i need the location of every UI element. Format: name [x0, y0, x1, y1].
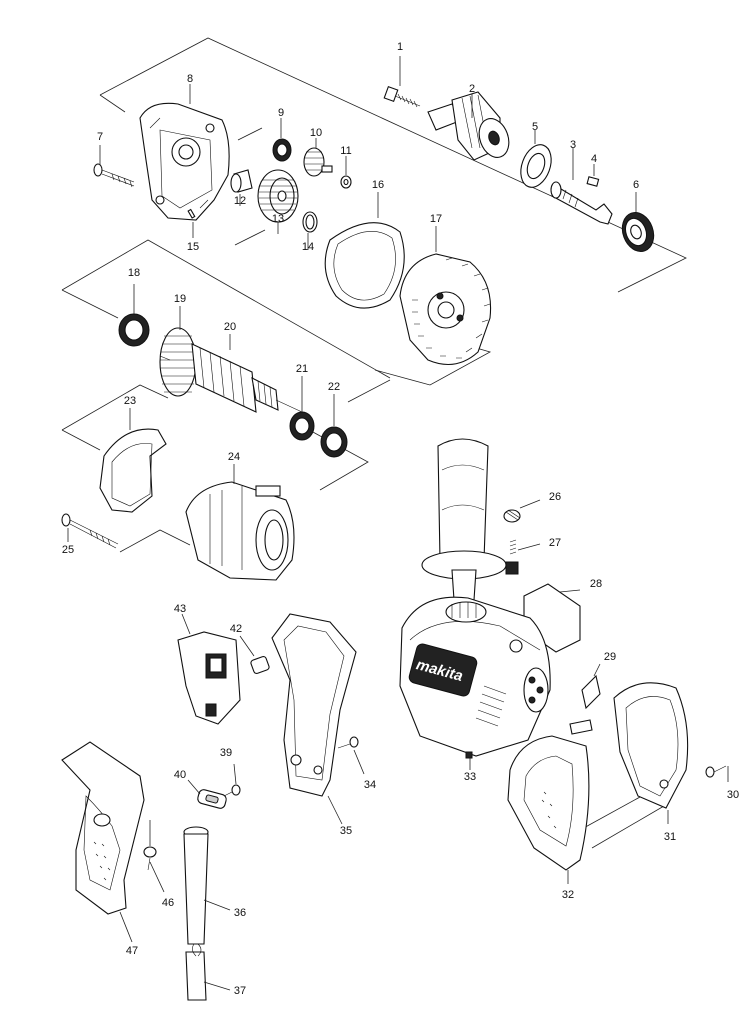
- part-label-42: 42: [230, 623, 242, 635]
- part-label-39: 39: [220, 747, 232, 759]
- part-label-13: 13: [272, 213, 284, 225]
- part-label-3: 3: [570, 139, 576, 151]
- part-label-32: 32: [562, 889, 574, 901]
- part-33-screw: [465, 751, 473, 759]
- part-label-30: 30: [727, 789, 739, 801]
- part-36-cord-guard: [183, 826, 231, 945]
- part-label-1: 1: [397, 41, 403, 53]
- part-8-gear-housing: [139, 84, 230, 221]
- part-label-26: 26: [549, 491, 561, 503]
- part-label-9: 9: [278, 107, 284, 119]
- part-label-10: 10: [310, 127, 322, 139]
- part-label-21: 21: [296, 363, 308, 375]
- part-label-46: 46: [162, 897, 174, 909]
- part-label-28: 28: [590, 578, 602, 590]
- part-21-ball-bearing: [289, 376, 315, 441]
- part-label-5: 5: [532, 121, 538, 133]
- part-3-spindle: [550, 148, 613, 225]
- part-47-grip-handle: [61, 741, 145, 943]
- part-label-8: 8: [187, 73, 193, 85]
- part-43-switch: [177, 613, 241, 725]
- part-4-key: [586, 164, 600, 187]
- part-31-handle-cover: [613, 682, 689, 824]
- part-5-ring-nut: [520, 130, 552, 188]
- part-label-4: 4: [591, 153, 597, 165]
- part-label-7: 7: [97, 131, 103, 143]
- part-30-screw: [705, 765, 729, 782]
- part-label-33: 33: [464, 771, 476, 783]
- part-40-strain-relief: [187, 779, 227, 809]
- part-16-gasket: [324, 192, 405, 309]
- part-label-43: 43: [174, 603, 186, 615]
- part-label-18: 18: [128, 267, 140, 279]
- part-25-screw: [61, 513, 119, 549]
- part-35-handle-set-frame: [271, 613, 357, 825]
- part-label-14: 14: [302, 241, 314, 253]
- part-11-flat-washer: [340, 156, 352, 189]
- part-15-pin: [187, 208, 196, 238]
- part-number-labels: 1234567891011121314151617181920212223242…: [62, 41, 739, 997]
- part-22-ball-bearing: [320, 394, 348, 458]
- motor-housing: makita: [399, 596, 551, 770]
- part-27-carbon-brush: [505, 539, 541, 575]
- part-29-label: [569, 663, 601, 735]
- part-34-screw: [337, 736, 365, 775]
- frame-armature-group: [61, 239, 391, 553]
- part-26-brush-holder-cap: [503, 499, 541, 523]
- part-label-6: 6: [633, 179, 639, 191]
- part-label-2: 2: [469, 83, 475, 95]
- part-46-screw: [143, 820, 165, 893]
- part-label-23: 23: [124, 395, 136, 407]
- part-label-47: 47: [126, 945, 138, 957]
- part-label-29: 29: [604, 651, 616, 663]
- part-7-screw: [93, 145, 135, 188]
- part-label-31: 31: [664, 831, 676, 843]
- part-label-37: 37: [234, 985, 246, 997]
- part-label-15: 15: [187, 241, 199, 253]
- part-label-11: 11: [340, 145, 351, 157]
- part-24-field: [185, 464, 295, 581]
- part-label-17: 17: [430, 213, 442, 225]
- part-label-25: 25: [62, 544, 74, 556]
- part-13-helical-gear: [257, 169, 299, 234]
- part-10-spiral-gear: [303, 138, 333, 177]
- part-label-22: 22: [328, 381, 340, 393]
- part-label-20: 20: [224, 321, 236, 333]
- part-6-ball-bearing: [621, 192, 655, 252]
- part-1-bolt: [383, 56, 421, 108]
- part-label-19: 19: [174, 293, 186, 305]
- part-label-34: 34: [364, 779, 376, 791]
- part-19-fan: [159, 306, 197, 397]
- part-37-cord: [185, 943, 231, 1001]
- part-12-sleeve: [230, 169, 253, 206]
- part-2-drill-chuck: [427, 91, 510, 161]
- part-label-36: 36: [234, 907, 246, 919]
- part-42-noise-suppressor: [239, 635, 270, 675]
- part-label-16: 16: [372, 179, 384, 191]
- part-17-bearing-box: [399, 226, 492, 366]
- part-label-12: 12: [234, 195, 246, 207]
- part-20-armature: [159, 334, 303, 413]
- part-23-insulation-ring: [99, 408, 167, 513]
- part-32-handle: [507, 735, 590, 884]
- part-label-40: 40: [174, 769, 186, 781]
- part-label-35: 35: [340, 825, 352, 837]
- part-label-24: 24: [228, 451, 240, 463]
- part-9-ball-bearing: [272, 118, 292, 162]
- part-39-screw: [223, 763, 241, 797]
- part-label-27: 27: [549, 537, 561, 549]
- part-18-ball-bearing: [118, 284, 150, 347]
- part-14-retaining-ring: [302, 211, 318, 250]
- side-handle-grip: [421, 438, 507, 601]
